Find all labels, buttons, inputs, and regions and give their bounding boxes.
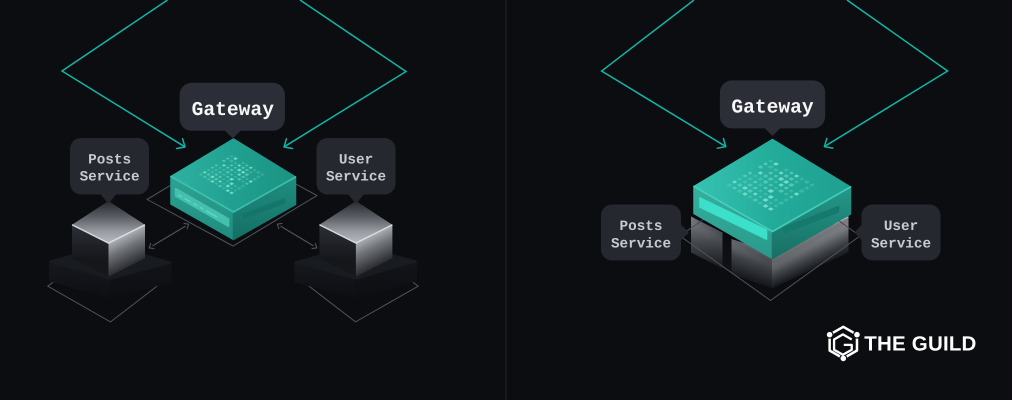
svg-text:Gateway: Gateway xyxy=(731,96,814,118)
svg-text:Service: Service xyxy=(871,236,931,252)
svg-text:Service: Service xyxy=(80,170,140,186)
svg-text:User: User xyxy=(339,152,373,168)
svg-text:Gateway: Gateway xyxy=(192,99,275,121)
svg-text:Posts: Posts xyxy=(88,152,131,168)
svg-text:User: User xyxy=(884,219,918,235)
svg-text:Service: Service xyxy=(326,170,386,186)
svg-text:Service: Service xyxy=(611,236,671,252)
svg-text:Posts: Posts xyxy=(620,219,663,235)
svg-text:THE GUILD: THE GUILD xyxy=(864,332,976,355)
